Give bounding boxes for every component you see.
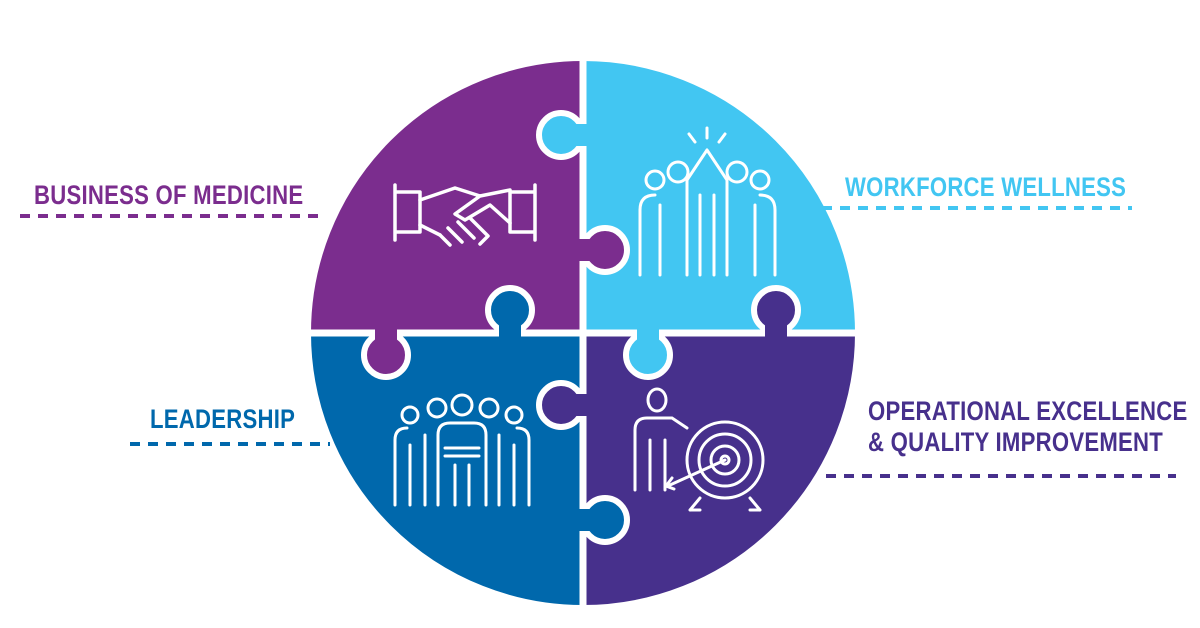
piece-workforce-wellness bbox=[583, 55, 861, 333]
dotted-connector-workforce bbox=[822, 206, 1132, 210]
label-operational-line1: OPERATIONAL EXCELLENCE bbox=[868, 396, 1188, 426]
leadership-team-icon bbox=[393, 393, 531, 507]
team-high-five-icon bbox=[638, 126, 777, 277]
label-workforce-wellness: WORKFORCE WELLNESS bbox=[845, 172, 1127, 202]
label-leadership: LEADERSHIP bbox=[150, 404, 296, 434]
dotted-connector-leadership bbox=[130, 442, 330, 446]
label-business-of-medicine: BUSINESS OF MEDICINE bbox=[34, 180, 304, 210]
piece-business-of-medicine bbox=[305, 55, 583, 333]
puzzle-knobs bbox=[361, 110, 801, 545]
dotted-connector-business bbox=[20, 214, 325, 218]
label-operational-line2: & QUALITY IMPROVEMENT bbox=[868, 427, 1164, 457]
piece-leadership bbox=[305, 333, 583, 611]
dotted-connector-operational bbox=[826, 474, 1176, 478]
piece-operational-excellence bbox=[583, 333, 861, 611]
label-operational-excellence: OPERATIONAL EXCELLENCE & QUALITY IMPROVE… bbox=[868, 396, 1188, 458]
person-target-icon bbox=[633, 387, 765, 512]
handshake-icon bbox=[393, 183, 537, 247]
